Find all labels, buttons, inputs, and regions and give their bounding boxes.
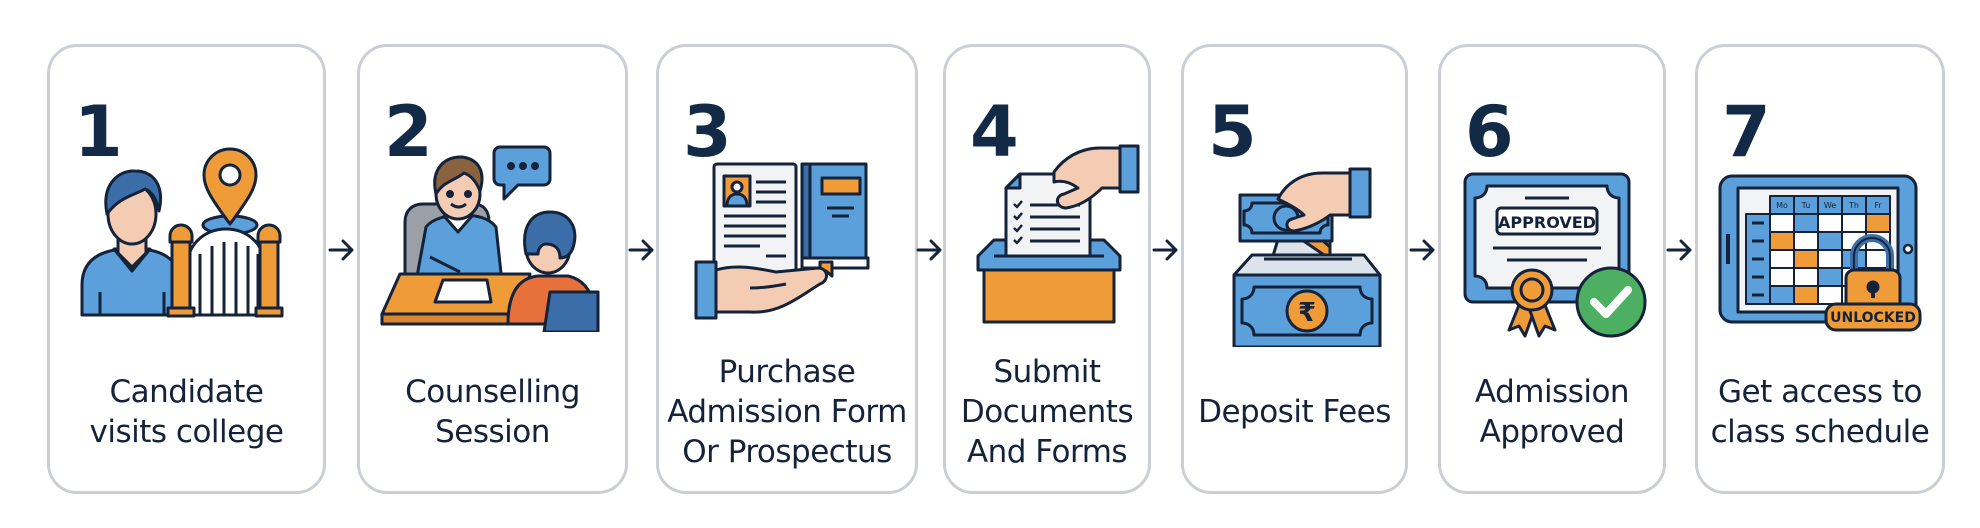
step-number: 2 — [384, 91, 433, 173]
approved-stamp-text: APPROVED — [1498, 213, 1596, 232]
arrow-right-icon — [328, 239, 354, 261]
step-card-5: 5 ₹ Deposit Fees — [1181, 44, 1408, 494]
counsellor-meeting-icon — [380, 145, 600, 332]
unlocked-badge-text: UNLOCKED — [1830, 310, 1916, 326]
step-label: Purchase Admission Form Or Prospectus — [667, 354, 907, 470]
step-card-4: 4 Submit Documents And Forms — [943, 44, 1151, 494]
step-label: Get access to class schedule — [1710, 374, 1930, 450]
hand-submitting-document-box-icon — [976, 144, 1140, 324]
day-header: Fr — [1874, 201, 1882, 210]
person-at-college-gate-icon — [80, 147, 284, 318]
arrow-right-icon — [1152, 239, 1178, 261]
day-header: Th — [1848, 201, 1859, 210]
svg-text:₹: ₹ — [1298, 298, 1316, 328]
approved-certificate-icon: APPROVED — [1463, 172, 1647, 338]
step-number: 5 — [1208, 91, 1257, 173]
arrow-right-icon — [628, 239, 654, 261]
step-number: 1 — [74, 91, 123, 173]
arrow-right-icon — [1666, 239, 1692, 261]
step-label: Submit Documents And Forms — [960, 354, 1134, 470]
step-number: 4 — [970, 91, 1019, 173]
arrow-right-icon — [916, 239, 942, 261]
arrow-right-icon — [1409, 239, 1435, 261]
day-header: Tu — [1801, 201, 1811, 210]
step-number: 3 — [683, 91, 732, 173]
day-header: We — [1824, 201, 1836, 210]
hand-depositing-money-box-icon: ₹ — [1232, 167, 1382, 347]
step-card-1: 1 Candidate visits co — [47, 44, 326, 494]
step-label: Admission Approved — [1474, 374, 1630, 450]
step-number: 6 — [1465, 91, 1514, 173]
step-card-3: 3 Purchase Admission Form Or Prospectus — [656, 44, 918, 494]
step-card-7: 7 — [1695, 44, 1945, 494]
day-header: Mo — [1776, 201, 1788, 210]
step-label: Deposit Fees — [1198, 394, 1391, 430]
step-card-2: 2 Counselling Session — [357, 44, 628, 494]
hand-holding-form-and-prospectus-icon — [694, 162, 870, 320]
step-card-6: 6 APPROVED Admission Approved — [1438, 44, 1666, 494]
step-label: Candidate visits college — [89, 374, 284, 450]
unlocked-schedule-tablet-icon: UNLOCKED Mo Tu We Th Fr — [1718, 174, 1922, 332]
step-number: 7 — [1722, 91, 1771, 173]
step-label: Counselling Session — [405, 374, 580, 450]
